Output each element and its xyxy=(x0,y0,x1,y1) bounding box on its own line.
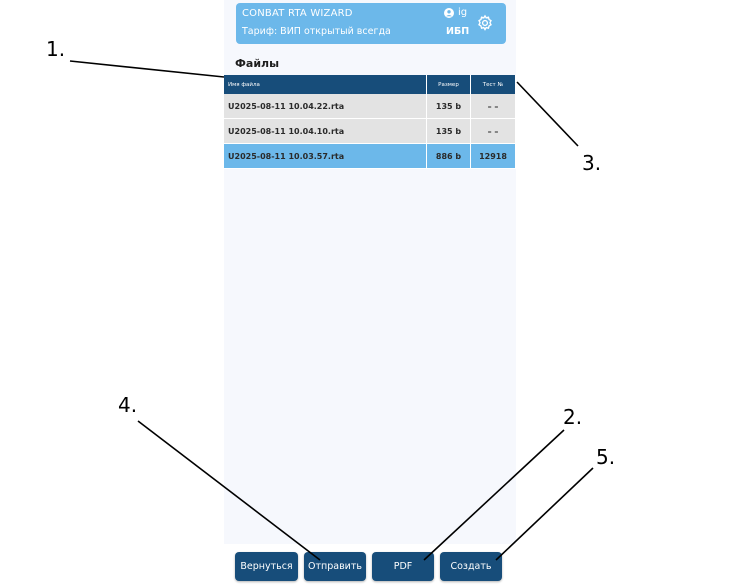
app-header: CONBAT RTA WIZARD Тариф: ВИП открытый вс… xyxy=(236,3,506,44)
test-number-cell: 12918 xyxy=(471,144,516,168)
back-button[interactable]: Вернуться xyxy=(235,552,298,581)
user-name: ig xyxy=(458,7,468,18)
column-header-name[interactable]: Имя файла xyxy=(224,75,427,94)
file-size-cell: 886 b xyxy=(427,144,471,168)
table-row-selected[interactable]: U2025-08-11 10.03.57.rta 886 b 12918 xyxy=(224,144,516,169)
test-number-cell: – – xyxy=(471,94,516,118)
callout-label-5: 5. xyxy=(596,445,615,469)
callout-label-1: 1. xyxy=(46,37,65,61)
table-row[interactable]: U2025-08-11 10.04.10.rta 135 b – – xyxy=(224,119,516,144)
file-name-cell: U2025-08-11 10.04.22.rta xyxy=(224,94,427,118)
callout-label-2: 2. xyxy=(563,405,582,429)
pdf-button[interactable]: PDF xyxy=(372,552,434,581)
table-header: Имя файла Размер Тест № xyxy=(224,75,516,94)
column-header-size[interactable]: Размер xyxy=(427,75,471,94)
callout-line-3 xyxy=(516,81,579,147)
table-row[interactable]: U2025-08-11 10.04.22.rta 135 b – – xyxy=(224,94,516,119)
bottom-toolbar: Вернуться Отправить PDF Создать xyxy=(224,544,516,588)
test-number-cell: – – xyxy=(471,119,516,143)
user-account[interactable]: ig xyxy=(444,7,467,18)
tariff-label: Тариф: ВИП открытый всегда xyxy=(242,26,391,37)
file-size-cell: 135 b xyxy=(427,94,471,118)
gear-icon[interactable] xyxy=(476,14,494,32)
file-name-cell: U2025-08-11 10.03.57.rta xyxy=(224,144,427,168)
files-table: Имя файла Размер Тест № U2025-08-11 10.0… xyxy=(224,75,516,169)
user-icon xyxy=(444,7,454,18)
callout-label-3: 3. xyxy=(582,151,601,175)
column-header-test[interactable]: Тест № xyxy=(471,75,516,94)
callout-label-4: 4. xyxy=(118,393,137,417)
file-name-cell: U2025-08-11 10.04.10.rta xyxy=(224,119,427,143)
send-button[interactable]: Отправить xyxy=(304,552,366,581)
files-section-title: Файлы xyxy=(235,57,280,70)
app-title: CONBAT RTA WIZARD xyxy=(242,8,353,19)
org-label: ИБП xyxy=(446,26,470,37)
phone-screen: CONBAT RTA WIZARD Тариф: ВИП открытый вс… xyxy=(224,0,516,588)
callout-line-1 xyxy=(69,60,225,78)
create-button[interactable]: Создать xyxy=(440,552,502,581)
file-size-cell: 135 b xyxy=(427,119,471,143)
